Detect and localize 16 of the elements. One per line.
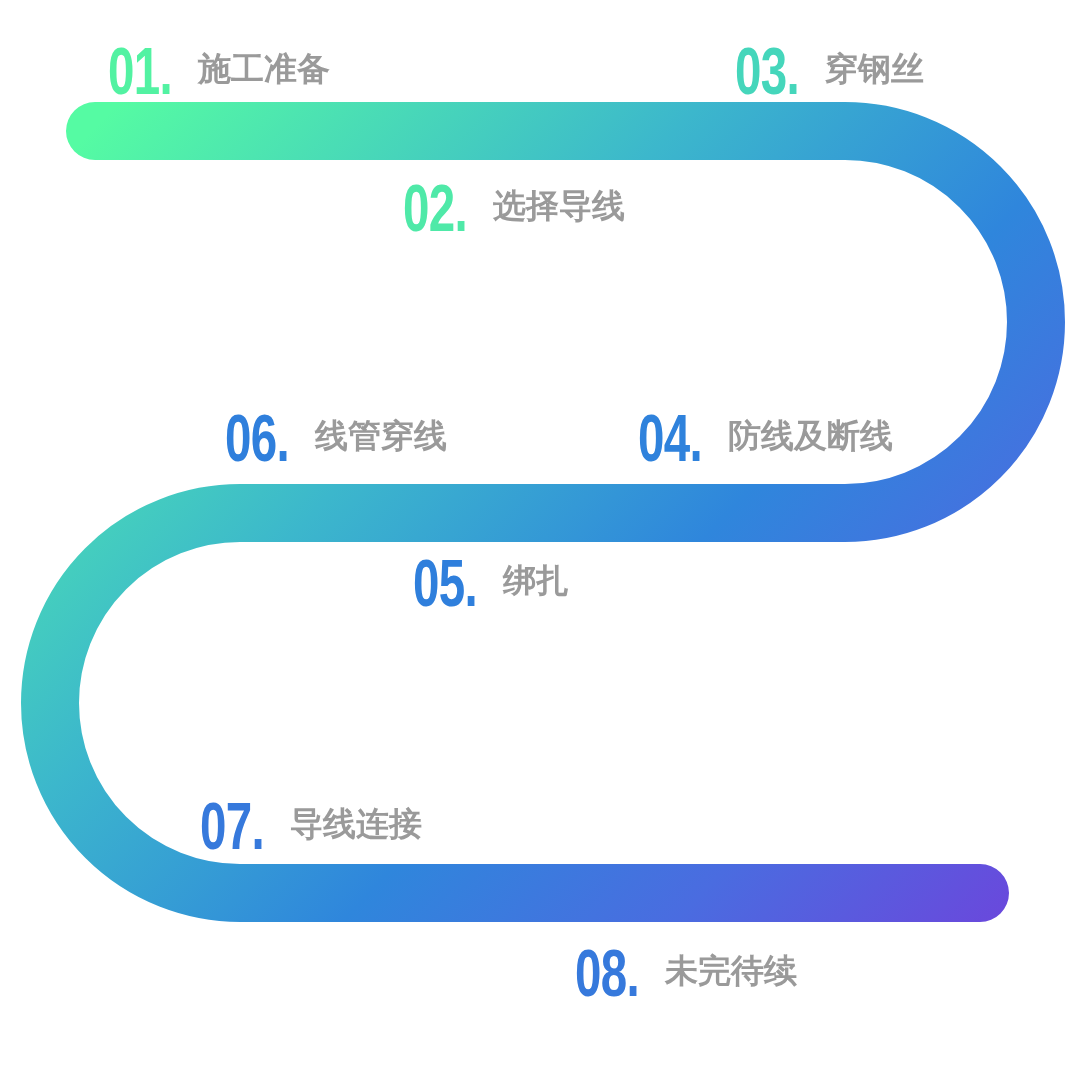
step-number: 08. [575, 940, 639, 1006]
step-label: 导线连接 [290, 807, 422, 840]
step-label: 选择导线 [493, 189, 625, 222]
step-label: 线管穿线 [315, 419, 447, 452]
step-number: 04. [638, 405, 702, 471]
step-label: 穿钢丝 [825, 52, 924, 85]
step-label: 施工准备 [198, 52, 330, 85]
step-number: 03. [735, 38, 799, 104]
step-label: 绑扎 [503, 564, 569, 597]
step-number: 02. [403, 175, 467, 241]
step-number: 01. [108, 38, 172, 104]
step-number: 05. [413, 550, 477, 616]
step-number: 07. [200, 793, 264, 859]
step-number: 06. [225, 405, 289, 471]
step-label: 防线及断线 [728, 419, 893, 452]
step-label: 未完待续 [665, 954, 797, 987]
